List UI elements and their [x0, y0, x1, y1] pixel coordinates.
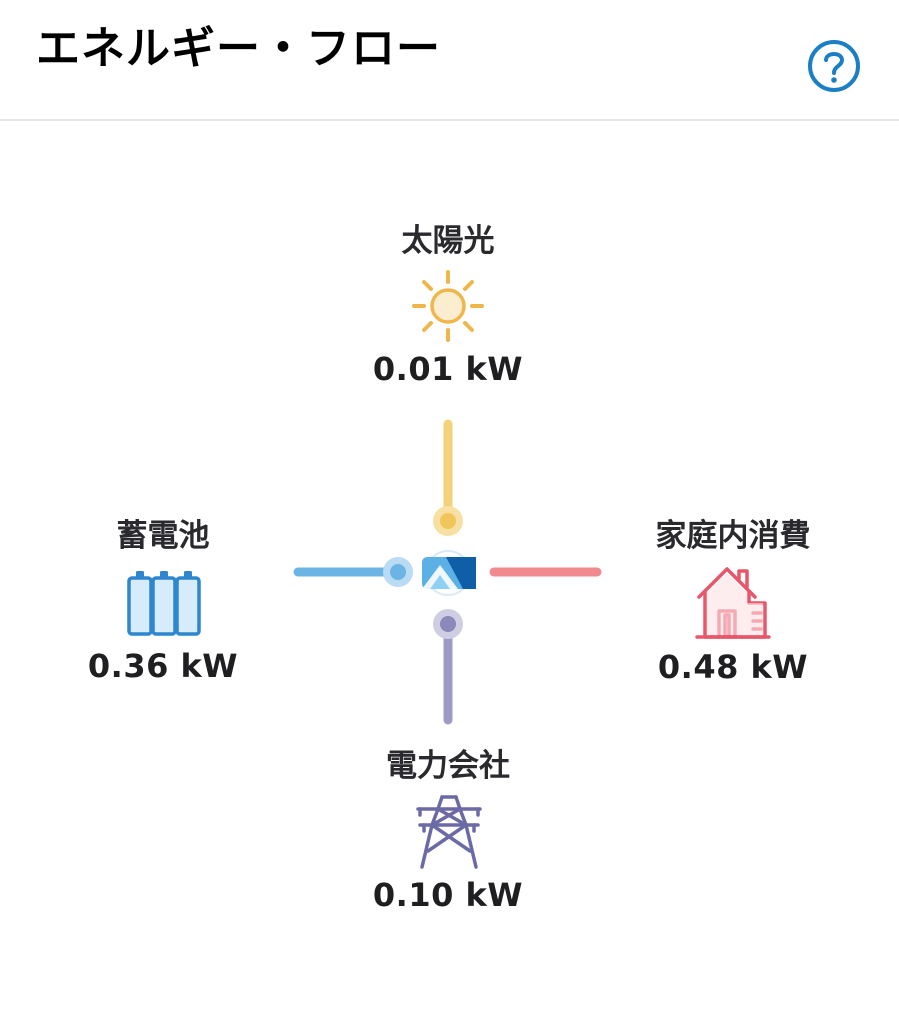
house-icon — [695, 567, 771, 639]
battery-flow-line — [293, 557, 413, 587]
question-circle-icon — [808, 40, 860, 92]
page-title: エネルギー・フロー — [36, 23, 441, 74]
grid-flow-line — [433, 609, 463, 725]
power-tower-icon — [416, 795, 482, 869]
solar-flow-line — [433, 419, 463, 536]
battery-label: 蓄電池 — [116, 518, 210, 554]
home-label: 家庭内消費 — [655, 518, 811, 554]
help-button[interactable] — [806, 38, 862, 94]
header-bar: エネルギー・フロー — [0, 0, 899, 121]
battery-value: 0.36 kW — [87, 647, 239, 685]
solar-label: 太陽光 — [401, 223, 495, 259]
solar-value: 0.01 kW — [372, 350, 524, 388]
battery-icon — [127, 571, 201, 636]
grid-value: 0.10 kW — [372, 876, 524, 914]
sun-icon — [412, 270, 484, 342]
home-value: 0.48 kW — [657, 648, 809, 686]
power-conditioner-icon — [422, 550, 476, 596]
grid-label: 電力会社 — [386, 748, 510, 784]
